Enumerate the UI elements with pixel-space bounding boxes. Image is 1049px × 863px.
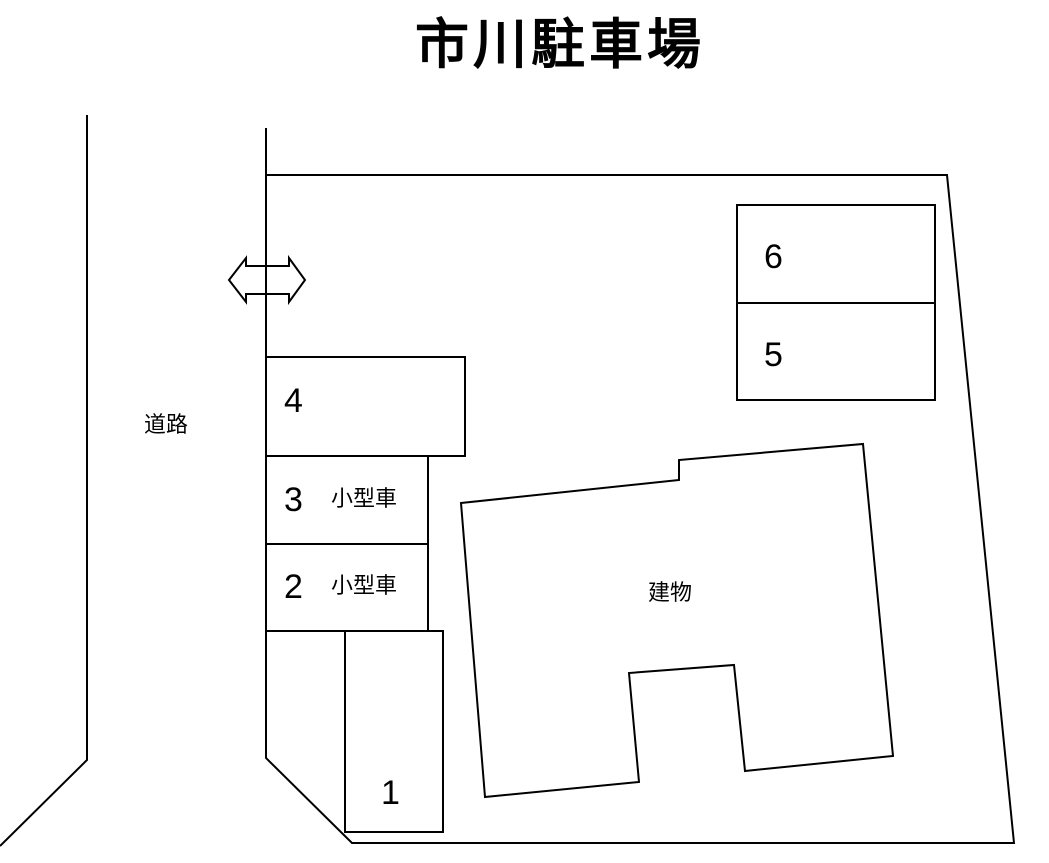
road-left-edge (0, 115, 88, 847)
parking-space-5[interactable] (736, 302, 936, 401)
space-number-2: 2 (284, 568, 303, 606)
space-number-4: 4 (284, 382, 303, 420)
road-right-edge (265, 128, 1016, 844)
space-number-6: 6 (764, 238, 783, 276)
space-number-1: 1 (381, 774, 400, 812)
road-label: 道路 (144, 413, 189, 438)
parking-space-1[interactable] (344, 630, 444, 833)
corner-strip (266, 630, 444, 658)
space-number-3: 3 (284, 481, 303, 519)
page-title: 市川駐車場 (415, 13, 705, 76)
space-note-2: 小型車 (331, 574, 398, 599)
space-note-3: 小型車 (331, 487, 398, 512)
double-arrow-icon (227, 254, 307, 306)
building-outline (459, 442, 895, 799)
space-number-5: 5 (764, 336, 783, 374)
building-label: 建物 (648, 581, 693, 606)
